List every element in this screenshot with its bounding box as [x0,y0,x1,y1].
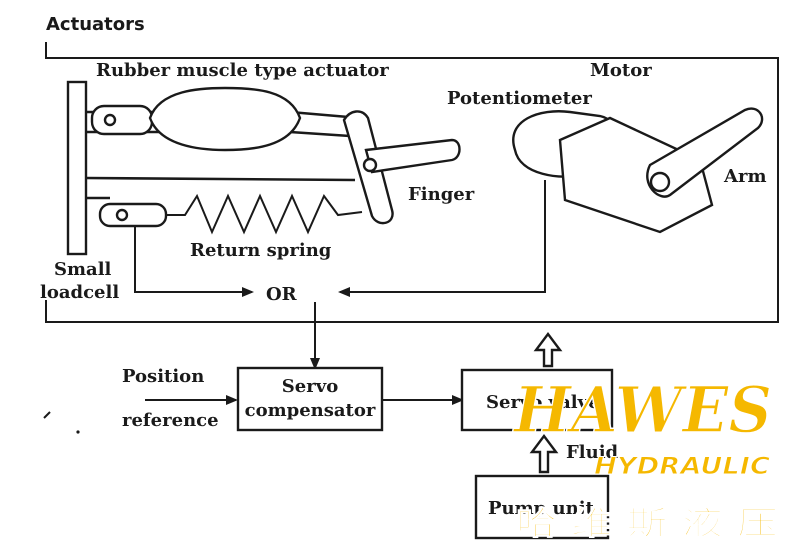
loadcell-plate [66,80,88,256]
return-spring [166,193,363,235]
upper-pin [103,113,117,127]
motor-mechanism [512,107,764,234]
finger-arm [364,138,461,174]
motor-label: Motor [590,60,652,81]
servo-comp-line1: Servo [282,376,338,397]
hawes-watermark: HAWES HYDRAULIC 哈 维 斯 液 压 [511,372,778,542]
servo-valve-box: Servo valve [460,368,614,432]
or-label: OR [266,284,298,305]
stray-mark [43,411,51,419]
lower-clevis [98,202,168,228]
return-spring-label: Return spring [190,240,332,261]
arm-pivot [649,171,671,193]
fluid-arrow [529,434,559,474]
fluid-label: Fluid [566,442,619,463]
actuators-frame [45,42,779,323]
watermark-brand: HAWES [512,373,772,448]
hollow-arrows [529,332,563,474]
pump-unit-label: Pump unit [488,498,595,519]
potentiometer-label: Potentiometer [447,88,592,109]
reference-label: reference [122,410,219,431]
upper-clevis [90,104,154,136]
rubber-muscle-mechanism [66,80,461,256]
valve-to-actuator-arrow [533,332,563,368]
watermark-chinese: 哈 维 斯 液 压 [516,504,778,542]
actuators-title: Actuators [46,14,145,35]
finger-pivot [362,157,378,173]
servo-compensator-box: Servo compensator [236,366,384,432]
pump-unit-box: Pump unit [474,474,610,540]
rubber-muscle-label: Rubber muscle type actuator [96,60,389,81]
servo-valve-label: Servo valve [486,392,600,413]
position-label: Position [122,366,204,387]
small-label: Small [54,259,112,280]
lower-pin [115,208,129,222]
rubber-muscle-body [148,86,302,152]
motor-body [558,116,714,234]
stray-dot [76,430,80,434]
arm-label: Arm [723,166,767,187]
watermark-sub: HYDRAULIC [594,452,770,480]
potentiometer-signal-arrow [338,180,546,297]
signal-lines [134,180,546,370]
motor-arm [646,107,764,198]
loadcell-signal-arrow [134,226,254,297]
loadcell-label: loadcell [40,282,119,303]
finger-label: Finger [408,184,475,205]
servo-comp-line2: compensator [245,400,376,421]
